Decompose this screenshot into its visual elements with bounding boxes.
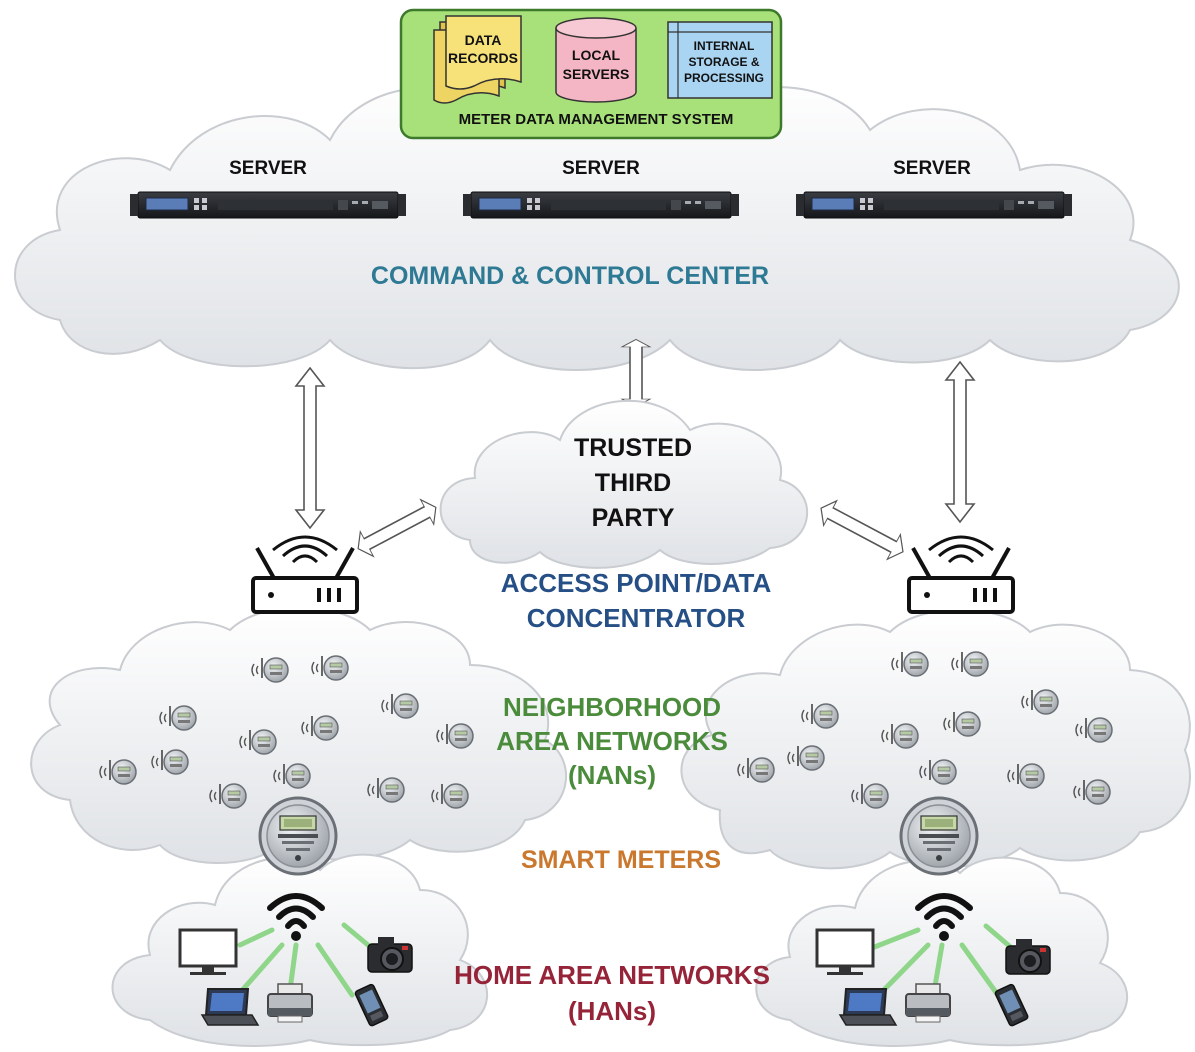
nan-cloud-right — [680, 608, 1191, 870]
smart-meter-icon — [899, 796, 979, 876]
server-1-label: SERVER — [229, 158, 307, 179]
router-icon — [907, 535, 1015, 614]
command-center-label: COMMAND & CONTROL CENTER — [371, 262, 769, 290]
internal-storage-icon: INTERNAL STORAGE & PROCESSING — [667, 21, 773, 99]
ttp-label-1: TRUSTED — [574, 434, 692, 462]
local-servers-label-1: LOCAL — [572, 47, 621, 63]
smart-meter-icon — [258, 796, 338, 876]
ttp-label-2: THIRD — [595, 469, 671, 497]
access-point-label-2: CONCENTRATOR — [527, 603, 746, 633]
arrow-left-diagonal — [350, 494, 444, 562]
router-icon — [251, 535, 359, 614]
server-3: SERVER — [796, 158, 1072, 218]
local-servers-label-2: SERVERS — [563, 66, 630, 82]
server-1: SERVER — [130, 158, 406, 218]
internal-storage-label-1: INTERNAL — [694, 39, 755, 53]
internal-storage-label-3: PROCESSING — [684, 71, 764, 85]
ttp-label-3: PARTY — [592, 504, 675, 532]
arrow-left-vertical — [295, 367, 325, 529]
trusted-third-party-cloud — [439, 399, 808, 569]
server-2-label: SERVER — [562, 158, 640, 179]
han-label-1: HOME AREA NETWORKS — [454, 960, 770, 990]
data-records-label-2: RECORDS — [448, 50, 518, 66]
arrow-right-diagonal — [813, 495, 911, 565]
han-left — [178, 896, 413, 1028]
server-2: SERVER — [463, 158, 739, 218]
server-icon — [796, 192, 1072, 218]
arrow-right-vertical — [945, 361, 975, 523]
local-servers-icon: LOCAL SERVERS — [555, 17, 637, 103]
nan-label-3: (NANs) — [568, 760, 656, 790]
server-3-label: SERVER — [893, 158, 971, 179]
internal-storage-label-2: STORAGE & — [688, 55, 759, 69]
server-icon — [130, 192, 406, 218]
command-center-cloud — [14, 74, 1180, 371]
han-cloud-left — [111, 853, 488, 1047]
han-label-2: (HANs) — [568, 996, 656, 1026]
han-right — [815, 896, 1051, 1028]
nan-label-2: AREA NETWORKS — [496, 726, 728, 756]
data-records-label-1: DATA — [465, 32, 502, 48]
smart-meters-label: SMART METERS — [521, 846, 721, 874]
nan-label-1: NEIGHBORHOOD — [503, 692, 721, 722]
mdms-title: METER DATA MANAGEMENT SYSTEM — [459, 111, 734, 128]
mdms-panel: DATA RECORDS LOCAL SERVERS INTERNAL STOR… — [399, 8, 783, 140]
access-point-label-1: ACCESS POINT/DATA — [501, 568, 772, 598]
data-records-icon: DATA RECORDS — [433, 15, 522, 104]
server-icon — [463, 192, 739, 218]
